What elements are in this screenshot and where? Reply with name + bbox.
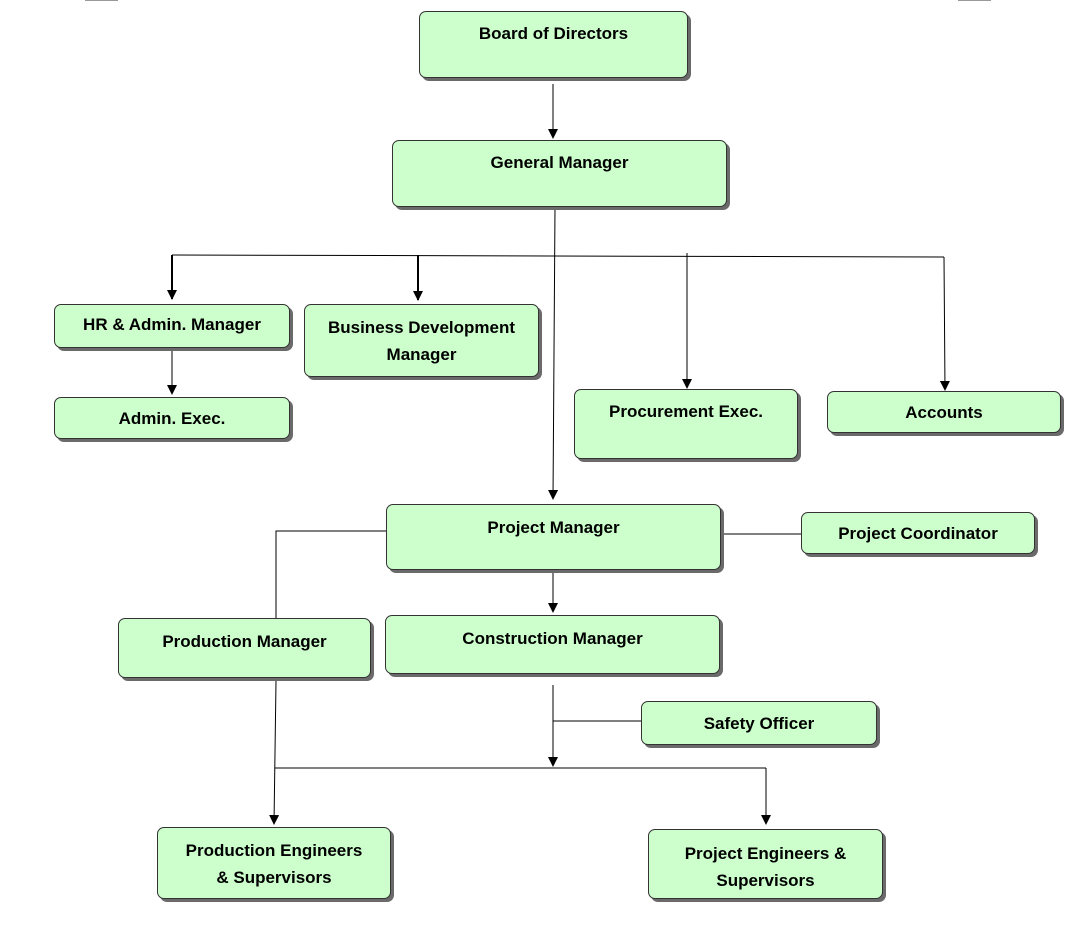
- node-label: Project Manager: [487, 518, 620, 537]
- node-label: Procurement Exec.: [608, 402, 763, 421]
- node-label-line2: & Supervisors: [216, 868, 332, 887]
- node-label-line2: Supervisors: [716, 871, 815, 890]
- connector-to-accounts: [939, 256, 950, 391]
- node-accounts[interactable]: Accounts: [827, 391, 1061, 433]
- node-label: Accounts: [905, 403, 983, 422]
- node-admin-exec[interactable]: Admin. Exec.: [54, 397, 290, 439]
- node-label: Admin. Exec.: [118, 409, 226, 428]
- node-label: Production Manager: [162, 632, 327, 651]
- node-project-manager[interactable]: Project Manager: [386, 504, 721, 570]
- node-label-line2: Manager: [386, 345, 457, 364]
- node-label: Safety Officer: [703, 714, 815, 733]
- edge-mark-left: [85, 0, 118, 1]
- edge-mark-right: [958, 0, 991, 1]
- node-safety-officer[interactable]: Safety Officer: [641, 701, 877, 745]
- node-label-line1: Project Engineers &: [684, 844, 847, 863]
- node-business-development-manager[interactable]: Business Development Manager: [304, 304, 539, 377]
- node-label: Board of Directors: [478, 24, 629, 43]
- connector-to-prod-eng: [269, 680, 280, 825]
- node-construction-manager[interactable]: Construction Manager: [385, 615, 720, 674]
- node-label: Construction Manager: [462, 629, 643, 648]
- node-label-line1: Business Development: [327, 318, 516, 337]
- node-production-engineers-supervisors[interactable]: Production Engineers & Supervisors: [157, 827, 391, 899]
- connector-bus-line: [171, 254, 945, 258]
- node-production-manager[interactable]: Production Manager: [118, 618, 371, 678]
- node-procurement-exec[interactable]: Procurement Exec.: [574, 389, 798, 459]
- node-label: HR & Admin. Manager: [83, 315, 261, 334]
- node-label: Project Coordinator: [838, 524, 998, 543]
- node-project-engineers-supervisors[interactable]: Project Engineers & Supervisors: [648, 829, 883, 899]
- node-general-manager[interactable]: General Manager: [392, 140, 727, 207]
- connector-gm-to-pm: [548, 206, 559, 500]
- connector-pm-to-production: [275, 530, 387, 618]
- node-label: General Manager: [490, 153, 629, 172]
- node-hr-admin-manager[interactable]: HR & Admin. Manager: [54, 304, 290, 348]
- node-board-of-directors[interactable]: Board of Directors: [419, 11, 688, 78]
- node-project-coordinator[interactable]: Project Coordinator: [801, 512, 1035, 554]
- node-label-line1: Production Engineers: [185, 841, 363, 860]
